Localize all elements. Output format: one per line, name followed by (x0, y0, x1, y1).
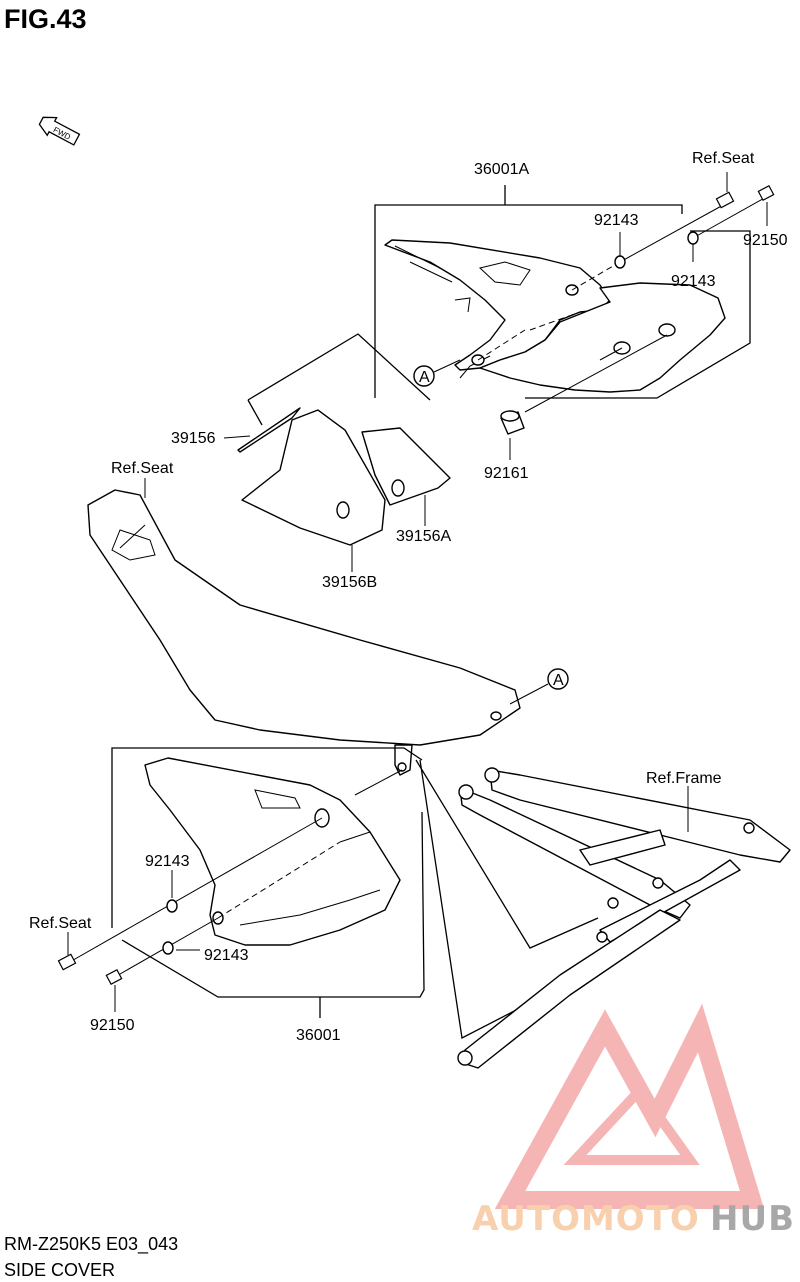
ref-mark-a-seat: A (553, 672, 564, 689)
cushion-icon (500, 410, 525, 435)
watermark-text-2: HUB (710, 1199, 795, 1239)
watermark-text-1: AUTOMOTO (472, 1199, 700, 1239)
ref-mark-a-top: A (419, 369, 430, 386)
washer-icon (614, 255, 626, 269)
decal-group (223, 333, 451, 572)
model-code: RM-Z250K5 E03_043 (4, 1234, 178, 1255)
label-ref-seat-seat: Ref.Seat (111, 460, 174, 477)
label-92161: 92161 (484, 465, 529, 482)
label-92143-c: 92143 (145, 853, 190, 870)
bolt-icon (715, 191, 735, 209)
bolt-icon (57, 953, 77, 971)
label-92143-a: 92143 (594, 212, 639, 229)
seat-reference (87, 478, 569, 776)
label-36001A: 36001A (474, 161, 529, 178)
label-ref-seat-top: Ref.Seat (692, 150, 755, 167)
label-92143-d: 92143 (204, 947, 249, 964)
label-92143-b: 92143 (671, 273, 716, 290)
label-39156: 39156 (171, 430, 216, 447)
section-name: SIDE COVER (4, 1260, 115, 1280)
bolt-icon (757, 184, 775, 202)
frame-reference (415, 759, 791, 1069)
label-ref-frame: Ref.Frame (646, 770, 722, 787)
label-39156A: 39156A (396, 528, 451, 545)
figure-title: FIG.43 (4, 4, 87, 34)
label-92150-bottom: 92150 (90, 1017, 135, 1034)
label-ref-seat-left: Ref.Seat (29, 915, 92, 932)
fwd-arrow-icon: FWD (38, 116, 81, 146)
side-cover-left-group (57, 747, 425, 1018)
bolt-icon (105, 968, 123, 986)
label-92150-top: 92150 (743, 232, 788, 249)
side-cover-right-group (374, 172, 775, 460)
washer-icon (166, 899, 178, 913)
washer-icon (687, 231, 699, 245)
label-39156B: 39156B (322, 574, 377, 591)
watermark-logo: AUTOMOTO HUB (472, 1003, 795, 1239)
label-36001: 36001 (296, 1027, 341, 1044)
washer-icon (162, 941, 174, 955)
